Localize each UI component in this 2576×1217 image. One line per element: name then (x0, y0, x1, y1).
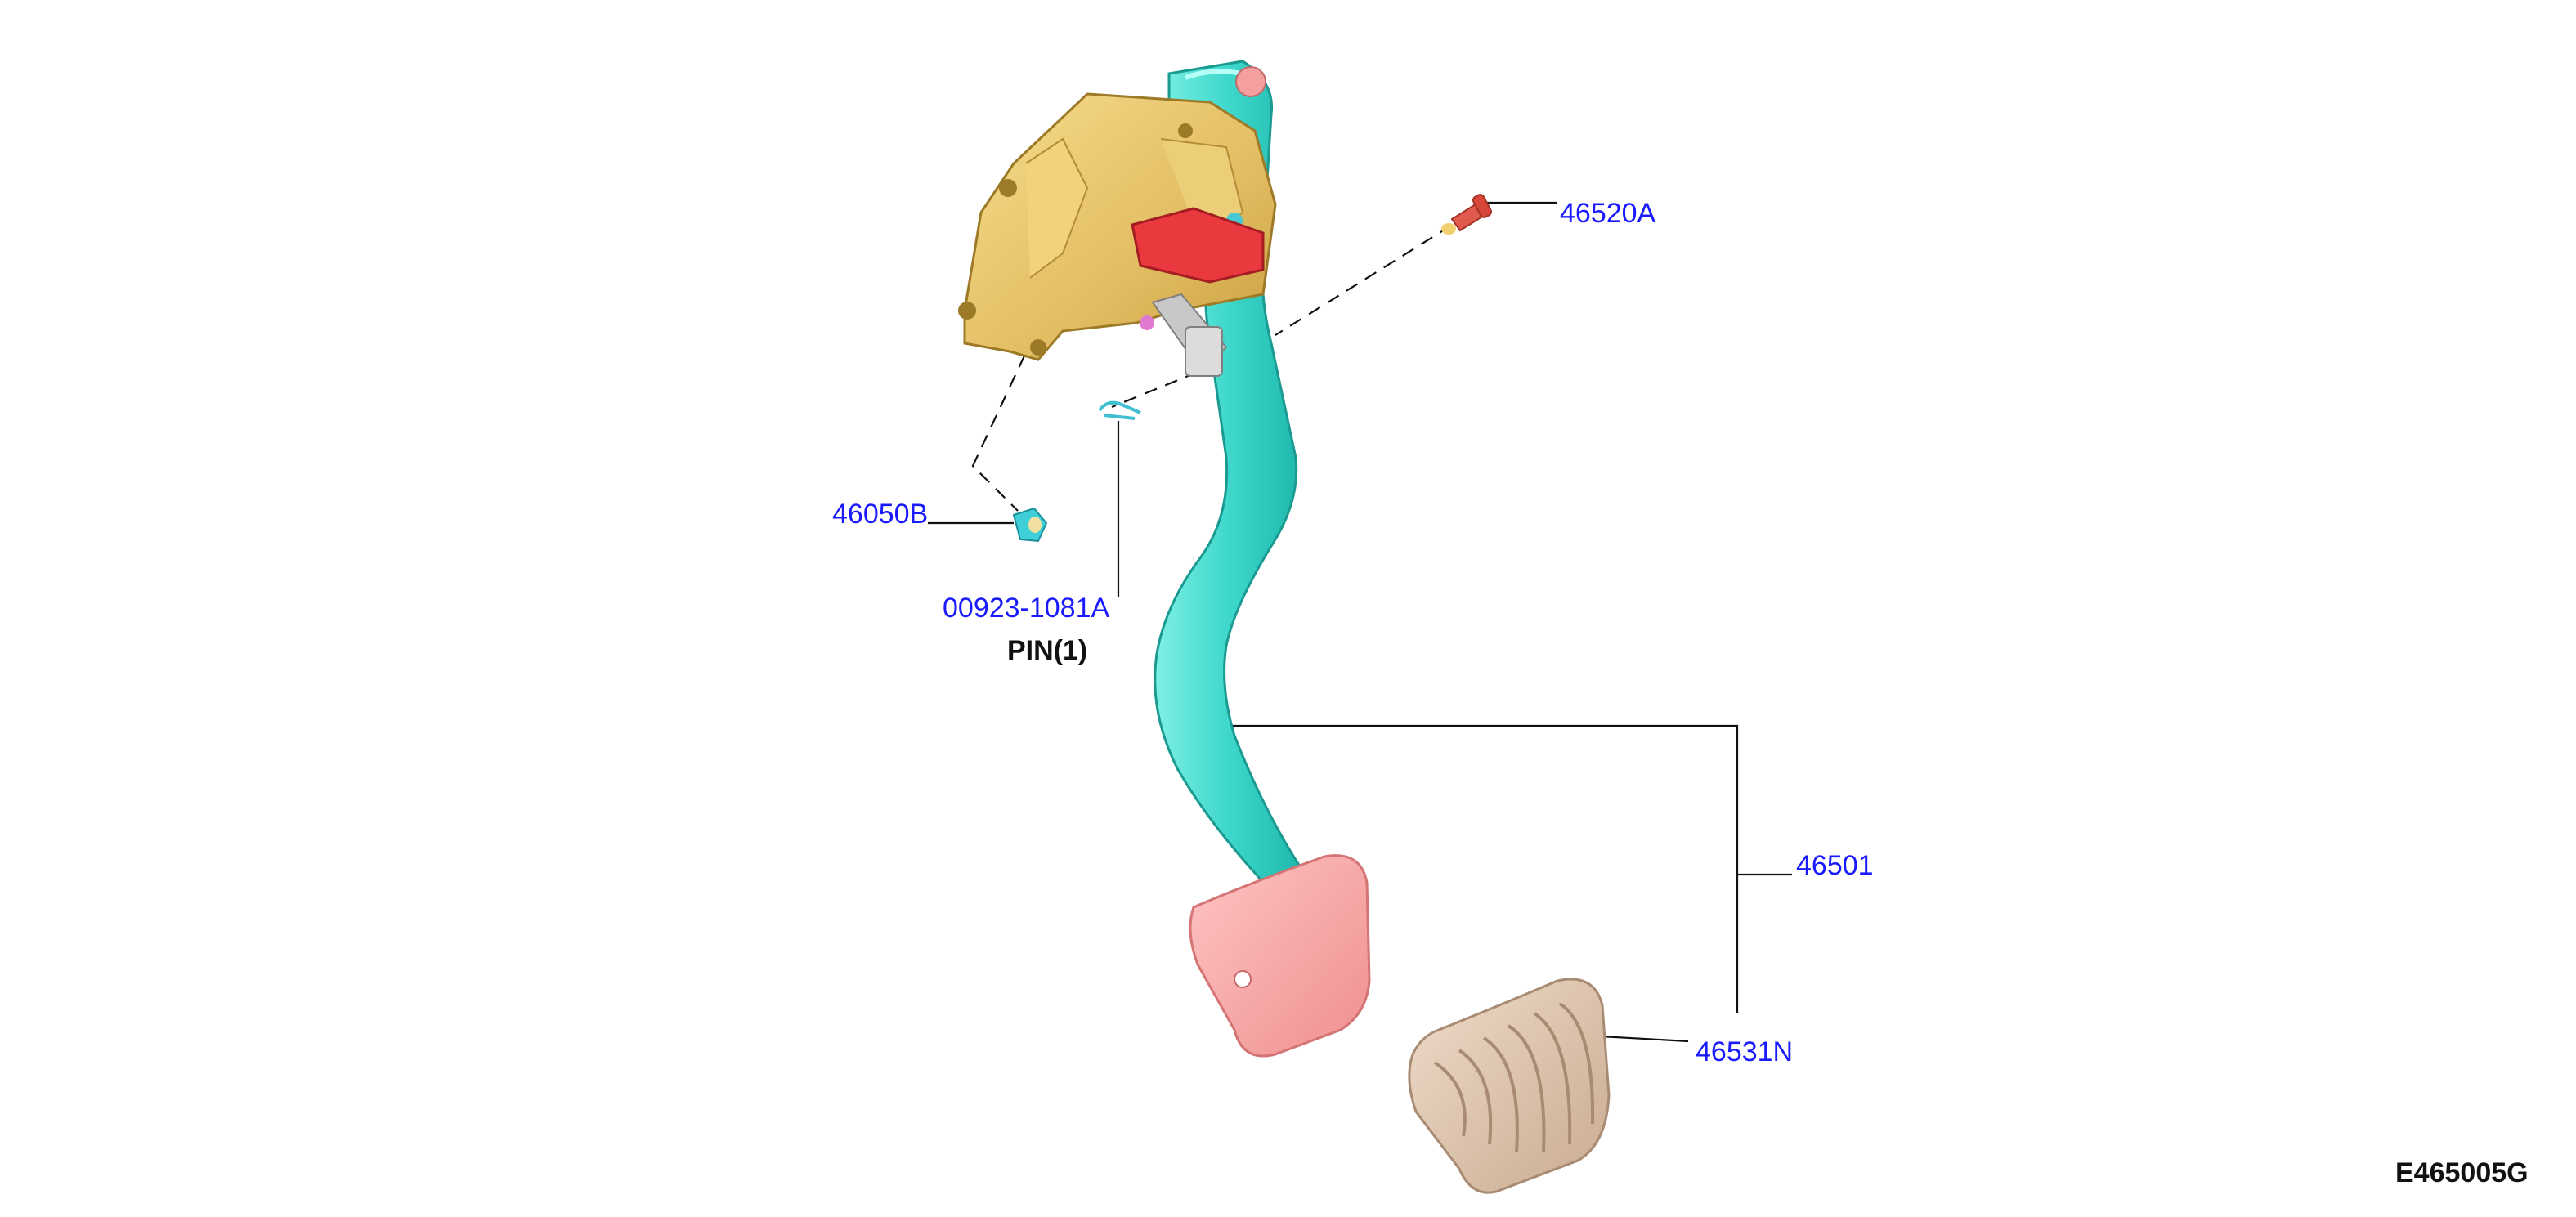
bushing-46050B (1012, 507, 1048, 543)
callout-46050B[interactable]: 46050B (832, 499, 929, 530)
stopper-block (1131, 207, 1265, 284)
callout-46531N[interactable]: 46531N (1696, 1036, 1794, 1067)
leader-lines (928, 201, 1792, 1043)
pedal-pad (1408, 978, 1611, 1194)
callout-46501[interactable]: 46501 (1796, 850, 1874, 881)
callout-46520A[interactable]: 46520A (1560, 198, 1656, 229)
clevis-fitting (1140, 293, 1228, 377)
diagram-reference-code: E465005G (2395, 1157, 2529, 1188)
pin-quantity-note: PIN(1) (1007, 635, 1088, 666)
clip-00923-1081A (1098, 400, 1141, 420)
pedal-plate (1189, 854, 1371, 1058)
callout-00923-1081A[interactable]: 00923-1081A (943, 593, 1110, 624)
pin-46520A (1441, 194, 1492, 235)
pedal-bracket (958, 92, 1277, 361)
